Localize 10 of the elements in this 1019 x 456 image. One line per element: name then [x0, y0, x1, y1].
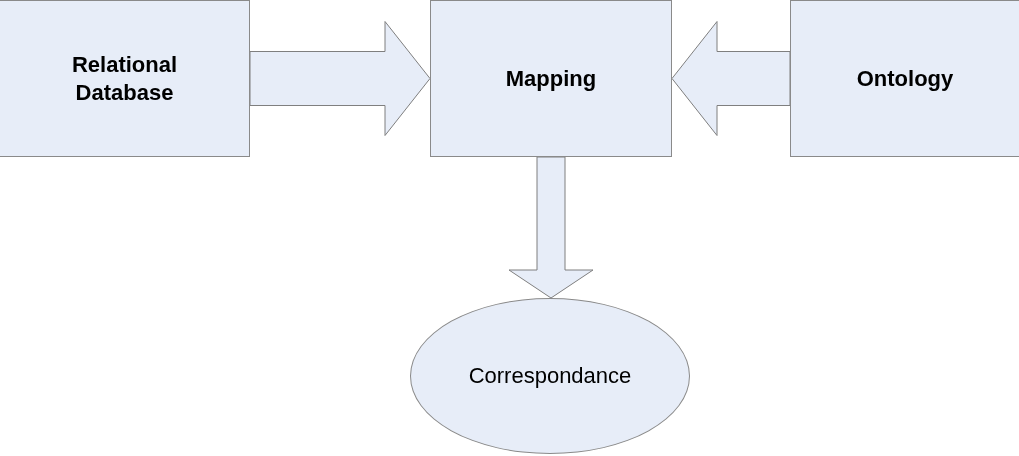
node-label: Mapping	[505, 64, 597, 93]
node-label: Ontology	[856, 64, 954, 93]
process-box	[0, 0, 250, 157]
block-arrow	[671, 21, 791, 136]
process-box	[790, 0, 1019, 157]
block-arrow	[508, 156, 594, 299]
process-box	[430, 0, 672, 157]
node-label: Relational Database	[70, 51, 179, 106]
block-arrow	[249, 21, 431, 136]
node-label: Correspondance	[468, 362, 632, 390]
